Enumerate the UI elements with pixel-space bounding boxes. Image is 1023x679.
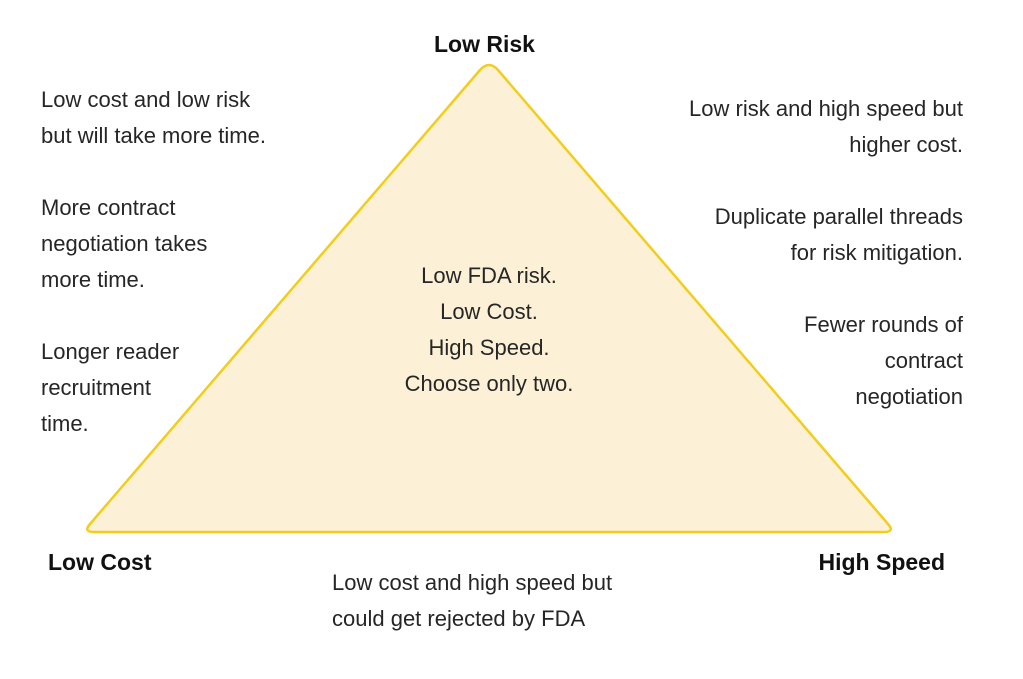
center-line: Choose only two. [404, 371, 574, 396]
triangle-shape [86, 63, 892, 534]
left-note-1: Low cost and low risk but will take more… [41, 82, 266, 154]
note-line: higher cost. [849, 132, 963, 157]
center-line: High Speed. [428, 335, 550, 360]
note-line: negotiation [855, 384, 963, 409]
vertex-label-low-cost: Low Cost [48, 549, 152, 575]
right-note-1: Low risk and high speed but higher cost. [689, 91, 963, 163]
note-line: Longer reader [41, 339, 180, 364]
right-note-2: Duplicate parallel threads for risk miti… [715, 199, 963, 271]
note-line: could get rejected by FDA [332, 606, 586, 631]
bottom-note: Low cost and high speed but could get re… [332, 565, 612, 637]
note-line: recruitment [41, 375, 152, 400]
note-line: Low cost and high speed but [332, 570, 613, 595]
center-line: Low FDA risk. [421, 263, 557, 288]
note-line: time. [41, 411, 89, 436]
center-text: Low FDA risk. Low Cost. High Speed. Choo… [339, 258, 639, 402]
note-line: Duplicate parallel threads [714, 204, 963, 229]
note-line: Low risk and high speed but [689, 96, 963, 121]
left-note-2: More contract negotiation takes more tim… [41, 190, 207, 298]
vertex-label-low-risk: Low Risk [434, 31, 535, 57]
note-line: More contract [41, 195, 176, 220]
note-line: more time. [41, 267, 145, 292]
vertex-label-high-speed: High Speed [818, 549, 945, 575]
left-note-3: Longer reader recruitment time. [41, 334, 179, 442]
note-line: Low cost and low risk [41, 87, 251, 112]
right-note-3: Fewer rounds of contract negotiation [804, 307, 963, 415]
center-line: Low Cost. [440, 299, 538, 324]
note-line: but will take more time. [41, 123, 266, 148]
note-line: for risk mitigation. [790, 240, 963, 265]
note-line: contract [884, 348, 963, 373]
note-line: negotiation takes [41, 231, 208, 256]
note-line: Fewer rounds of [804, 312, 963, 337]
